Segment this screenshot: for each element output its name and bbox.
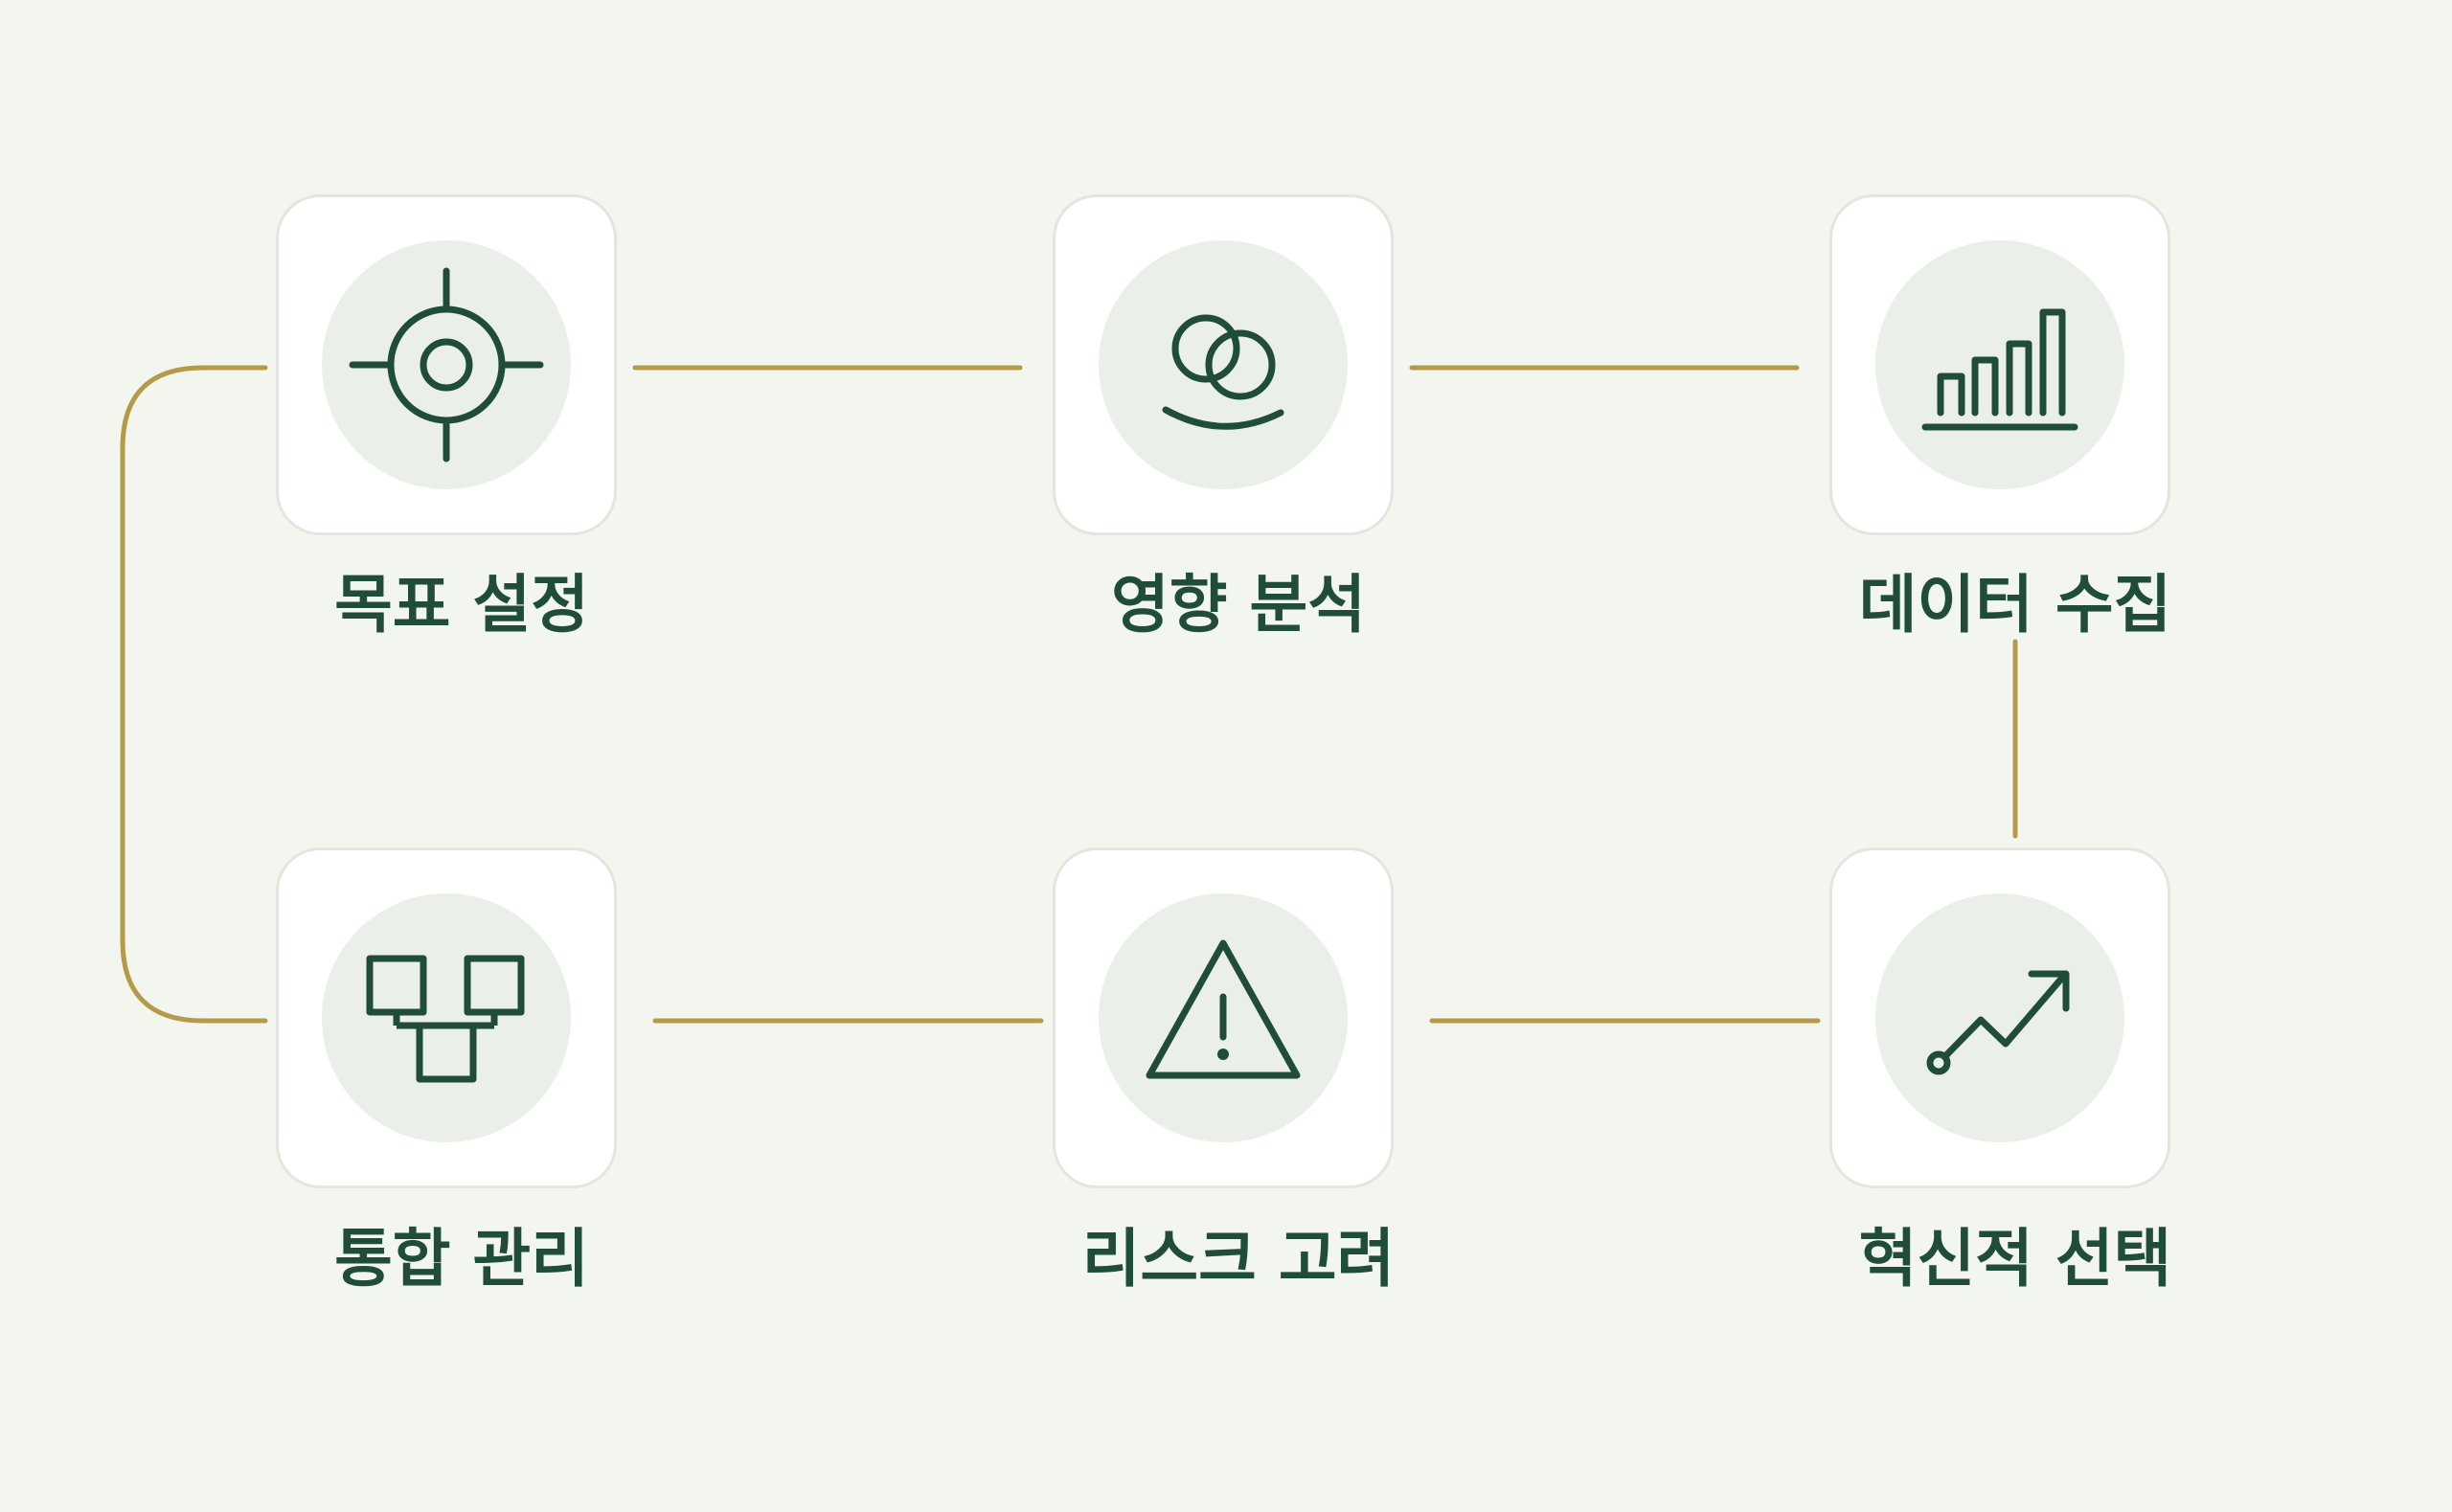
hierarchy-icon bbox=[366, 955, 525, 1083]
step-label-impact-analysis: 영향 분석 bbox=[1111, 568, 1366, 642]
icon-background bbox=[1875, 893, 2124, 1142]
step-label-integrated-management: 통합 관리 bbox=[334, 1222, 589, 1296]
step-card-integrated-management bbox=[276, 847, 617, 1188]
step-label-data-collection: 데이터 수집 bbox=[1858, 568, 2172, 642]
trend-up-icon bbox=[1926, 970, 2070, 1075]
icon-background bbox=[322, 240, 571, 489]
icon-background bbox=[1099, 893, 1348, 1142]
step-card-impact-analysis bbox=[1053, 194, 1394, 535]
warning-icon bbox=[1146, 939, 1301, 1079]
step-card-innovative-choice bbox=[1829, 847, 2170, 1188]
step-card-goal-setting bbox=[276, 194, 617, 535]
icon-background bbox=[322, 893, 571, 1142]
step-label-innovative-choice: 혁신적 선택 bbox=[1858, 1222, 2172, 1296]
step-card-risk-consideration bbox=[1053, 847, 1394, 1188]
step-card-data-collection bbox=[1829, 194, 2170, 535]
bar-chart-icon bbox=[1921, 308, 2078, 431]
step-label-goal-setting: 목표 설정 bbox=[334, 568, 589, 642]
crosshair-icon bbox=[349, 267, 544, 463]
icon-background bbox=[1099, 240, 1348, 489]
overlapping-circles-icon bbox=[1162, 314, 1284, 430]
icon-background bbox=[1875, 240, 2124, 489]
step-label-risk-consideration: 리스크 고려 bbox=[1081, 1222, 1396, 1296]
connector-integration-to-goal bbox=[120, 365, 268, 1024]
